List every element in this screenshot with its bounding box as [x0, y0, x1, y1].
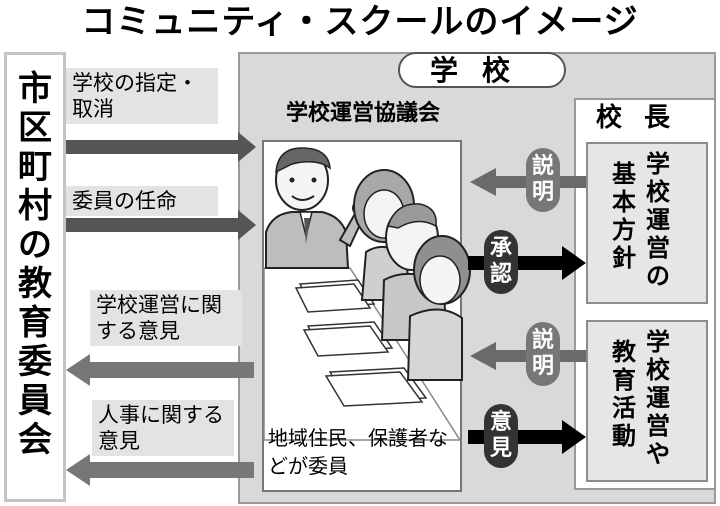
education-column-1: 学 校 運 営 や	[644, 328, 672, 468]
badge-approve: 承 認	[484, 230, 518, 294]
badge-char: 説	[531, 328, 554, 353]
policy-char: 本	[612, 188, 636, 216]
policy-char: 針	[612, 244, 636, 272]
principal-label: 校長	[595, 103, 692, 133]
council-note: 地域住民、保護者などが委員	[268, 426, 448, 478]
board-panel	[4, 52, 66, 502]
education-char: 校	[646, 356, 670, 384]
arrow-right-icon	[468, 246, 586, 280]
board-char: 教	[18, 264, 52, 304]
badge-explain: 説 明	[526, 322, 560, 386]
education-char: 動	[612, 422, 636, 450]
arrow-left-icon	[66, 354, 254, 386]
board-char: の	[18, 225, 52, 265]
man-figure-icon	[265, 147, 368, 269]
policy-char: 校	[646, 178, 670, 206]
education-box: 学 校 運 営 や 教 育 活 動	[586, 320, 708, 482]
paper-icon	[294, 279, 376, 313]
education-char: や	[646, 440, 670, 468]
badge-char: 見	[489, 436, 512, 461]
education-char: 営	[646, 412, 670, 440]
education-char: 学	[646, 328, 670, 356]
policy-char: 基	[612, 160, 636, 188]
badge-explain: 説 明	[526, 148, 560, 212]
policy-char: 方	[612, 216, 636, 244]
badge-char: 明	[531, 354, 554, 379]
badge-char: 説	[531, 154, 554, 179]
board-char: 市	[18, 69, 52, 109]
arrow-right-icon	[66, 210, 256, 240]
policy-char: 営	[646, 234, 670, 262]
badge-char: 認	[489, 262, 512, 287]
policy-column-2: 基 本 方 針	[610, 160, 638, 272]
label-appointment: 委員の任命	[66, 186, 218, 216]
label-designation: 学校の指定・取消	[66, 68, 218, 124]
board-char: 町	[18, 147, 52, 187]
policy-column-1: 学 校 運 営 の	[644, 150, 672, 290]
label-opinion-personnel: 人事に関する意見	[92, 400, 234, 456]
board-char: 区	[18, 108, 52, 148]
badge-char: 意	[489, 410, 512, 435]
arrow-left-icon	[66, 454, 254, 486]
board-title: 市 区 町 村 の 教 育 委 員 会	[4, 70, 66, 460]
paper-icon	[324, 367, 428, 407]
badge-char: 承	[489, 236, 512, 261]
arrow-right-icon	[66, 132, 256, 162]
paper-icon	[302, 321, 394, 357]
education-char: 運	[646, 384, 670, 412]
policy-char: 運	[646, 206, 670, 234]
badge-opinion: 意 見	[484, 404, 518, 468]
board-char: 員	[18, 381, 52, 421]
page-title: コミュニティ・スクールのイメージ	[81, 2, 639, 42]
policy-char: 学	[646, 150, 670, 178]
board-char: 育	[18, 303, 52, 343]
school-label: 学校	[398, 52, 566, 88]
woman-figure-icon	[406, 235, 471, 381]
label-opinion-operation: 学校運営に関する意見	[90, 290, 242, 346]
board-char: 会	[18, 420, 52, 460]
board-char: 村	[18, 186, 52, 226]
education-char: 育	[612, 366, 636, 394]
education-char: 活	[612, 394, 636, 422]
education-char: 教	[612, 338, 636, 366]
council-label: 学校運営協議会	[285, 101, 440, 126]
badge-char: 明	[531, 180, 554, 205]
policy-char: の	[646, 262, 670, 290]
education-column-2: 教 育 活 動	[610, 338, 638, 450]
arrow-right-icon	[468, 420, 586, 454]
policy-box: 学 校 運 営 の 基 本 方 針	[586, 142, 708, 304]
board-char: 委	[18, 342, 52, 382]
